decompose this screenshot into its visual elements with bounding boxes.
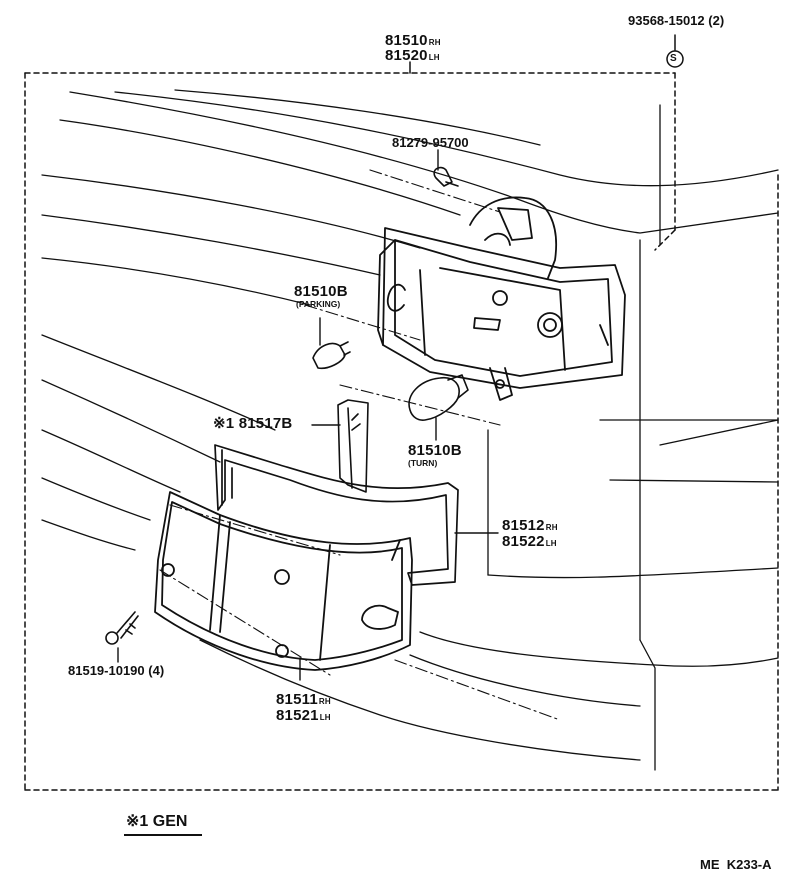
legend-text: GEN xyxy=(152,813,188,830)
small-gasket-mark: ※1 xyxy=(213,415,235,432)
lens-rh-side: RH xyxy=(318,697,331,706)
screw-left-number: 81519-10190 xyxy=(68,663,145,678)
screw-left-qty: (4) xyxy=(148,663,165,678)
label-parking-note: (PARKING) xyxy=(296,299,341,309)
label-headlamp-lh: 81520LH xyxy=(385,48,440,63)
screw-top-right-qty: (2) xyxy=(708,13,725,28)
headlamp-rh-number: 81510 xyxy=(385,32,428,49)
small-gasket xyxy=(337,399,369,493)
headlamp-lh-side: LH xyxy=(428,53,440,62)
lens-lh-side: LH xyxy=(319,713,331,722)
label-turn-bulb: 81510B xyxy=(408,442,462,459)
small-gasket-number: 81517B xyxy=(238,415,293,432)
label-screw-left: 81519-10190 (4) xyxy=(68,664,164,677)
legend-note: ※1 GEN xyxy=(126,814,187,830)
assembly-guide-lines xyxy=(159,169,561,721)
label-parking-bulb: 81510B xyxy=(294,283,348,300)
headlamp-rh-side: RH xyxy=(428,38,441,47)
turn-bulb xyxy=(408,374,469,421)
gasket-lh-number: 81522 xyxy=(502,533,545,550)
legend-underline xyxy=(124,834,202,836)
lens-rh-number: 81511 xyxy=(276,691,318,708)
label-lens-rh: 81511RH xyxy=(276,692,331,707)
label-screw-top-right: 93568-15012 (2) xyxy=(628,14,724,27)
gasket-lh-side: LH xyxy=(545,539,557,548)
s-mark: S xyxy=(670,53,677,64)
parking-bulb xyxy=(312,341,351,370)
label-gasket-lh: 81522LH xyxy=(502,534,557,549)
lamp-housing xyxy=(377,196,626,401)
legend-mark: ※1 xyxy=(126,813,149,830)
lens-screw xyxy=(105,611,139,645)
body-panel-lines xyxy=(41,89,779,771)
label-small-gasket: ※1 81517B xyxy=(213,416,292,431)
lens-lh-number: 81521 xyxy=(276,707,319,724)
leader-lines xyxy=(117,149,499,681)
gasket-rh-side: RH xyxy=(545,523,558,532)
lens-part xyxy=(154,491,413,671)
headlamp-lh-number: 81520 xyxy=(385,47,428,64)
label-clip: 81279-95700 xyxy=(392,135,469,150)
lens-gasket xyxy=(214,444,459,586)
clip-part xyxy=(433,166,459,187)
label-gasket-rh: 81512RH xyxy=(502,518,558,533)
screw-mark xyxy=(666,34,684,68)
label-lens-lh: 81521LH xyxy=(276,708,331,723)
label-headlamp-rh: 81510RH xyxy=(385,33,441,48)
screw-top-right-number: 93568-15012 xyxy=(628,13,705,28)
diagram-code: ME K233-A xyxy=(700,857,772,872)
gasket-rh-number: 81512 xyxy=(502,517,545,534)
label-turn-note: (TURN) xyxy=(408,458,438,468)
